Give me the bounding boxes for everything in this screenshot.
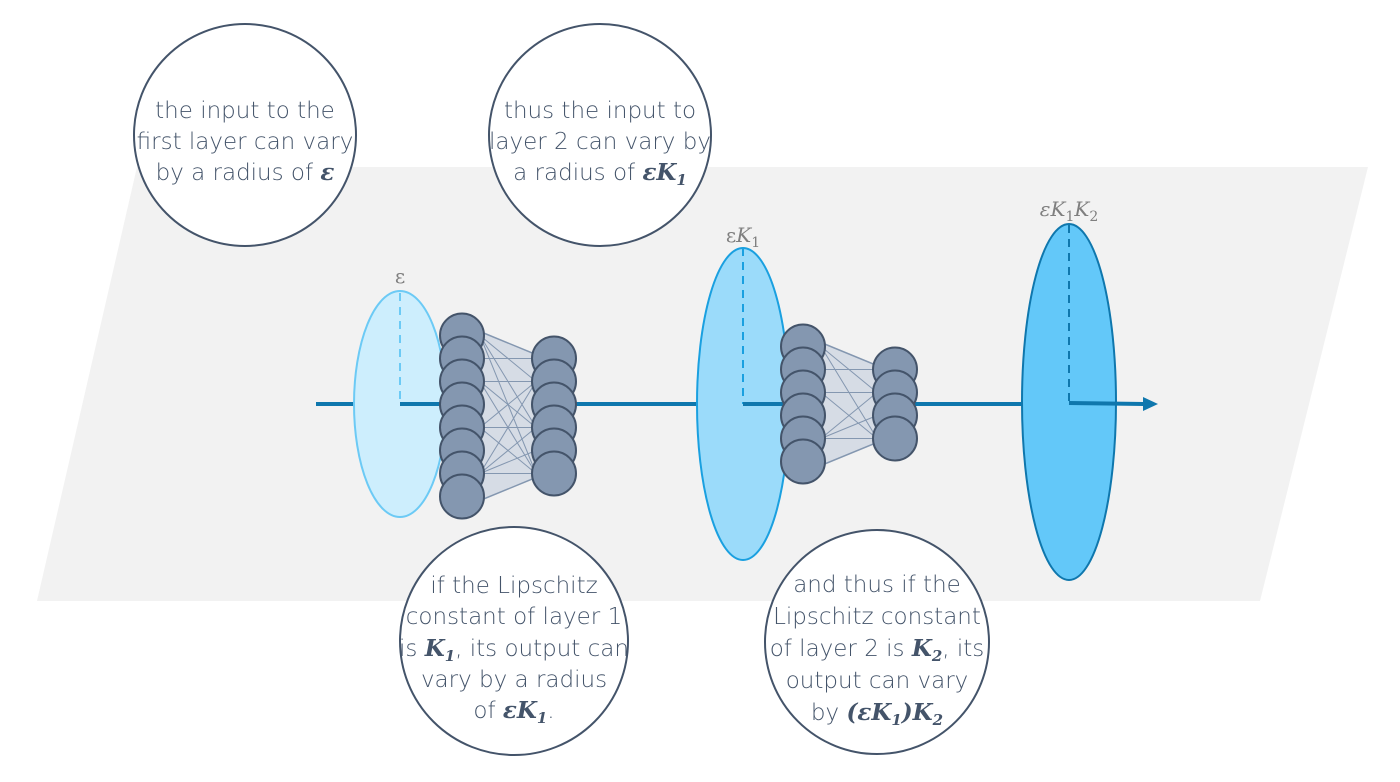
bubble-layer1-output-radius: if the Lipschitz constant of layer 1 is …: [399, 526, 629, 756]
label-subscript: 1: [751, 235, 760, 251]
bubble-line: by a radius of ε: [156, 159, 335, 186]
bubble-line: is K1, its output can: [399, 635, 629, 665]
connection-line: [820, 415, 878, 439]
connection-line: [479, 381, 537, 428]
neural-layer-2: [780, 323, 918, 485]
label-k-symbol: K: [735, 223, 752, 247]
label-eps-symbol: ε: [1040, 197, 1051, 221]
connection-line: [479, 450, 537, 474]
radius-ellipse-eps-k1-k2: [1021, 223, 1158, 581]
connection-line: [820, 392, 878, 439]
radius-ellipse-eps: [353, 290, 447, 518]
label-eps-symbol: ε: [726, 223, 736, 247]
arrow-head-icon: [1143, 397, 1158, 411]
bubble-line: a radius of εK1: [513, 159, 687, 189]
connection-line: [479, 427, 537, 474]
bubble-line: of layer 2 is K2, its: [770, 635, 985, 665]
bubble-line: and thus if the: [793, 572, 961, 598]
bubble-line: layer 2 can vary by: [489, 129, 711, 155]
bubble-circle: [133, 23, 357, 247]
bubble-line: the input to the: [155, 98, 335, 124]
label-k2-symbol: K: [1073, 197, 1090, 221]
radius-ellipse-eps-k1: [696, 247, 790, 561]
bubble-line: output can vary: [786, 668, 969, 694]
neural-layer-1: [439, 312, 577, 520]
bubble-line: constant of layer 1: [406, 604, 622, 630]
bubble-line: thus the input to: [504, 98, 696, 124]
bubble-line: Lipschitz constant: [773, 604, 981, 630]
neuron-input: [780, 438, 826, 485]
bubble-circle: [399, 526, 629, 756]
neuron-output: [531, 450, 577, 497]
neuron-input: [439, 473, 485, 520]
radius-label-eps-k1: εK1: [726, 223, 760, 251]
bubble-input-radius: the input to the first layer can vary by…: [133, 23, 357, 247]
bubble-circle: [764, 529, 990, 755]
axis-output-arrow-shaft: [1068, 401, 1147, 406]
bubble-layer2-input-radius: thus the input to layer 2 can vary by a …: [488, 23, 712, 247]
radius-label-eps-k1-k2: εK1K2: [1040, 197, 1098, 225]
bubble-line: by (εK1)K2: [811, 699, 943, 729]
bubble-layer2-output-radius: and thus if the Lipschitz constant of la…: [764, 529, 990, 755]
label-eps-symbol: ε: [395, 264, 405, 288]
bubble-circle: [488, 23, 712, 247]
bubble-line: first layer can vary: [137, 129, 354, 155]
label-subscript: 1: [1065, 209, 1074, 225]
label-k-symbol: K: [1049, 197, 1066, 221]
bubble-line: vary by a radius: [421, 667, 607, 693]
bubble-line: if the Lipschitz: [430, 573, 597, 599]
bubble-line: of εK1.: [473, 697, 554, 727]
neuron-output: [872, 415, 918, 462]
label-subscript: 2: [1089, 209, 1098, 225]
connection-line: [479, 381, 537, 474]
radius-label-eps: ε: [395, 264, 405, 288]
